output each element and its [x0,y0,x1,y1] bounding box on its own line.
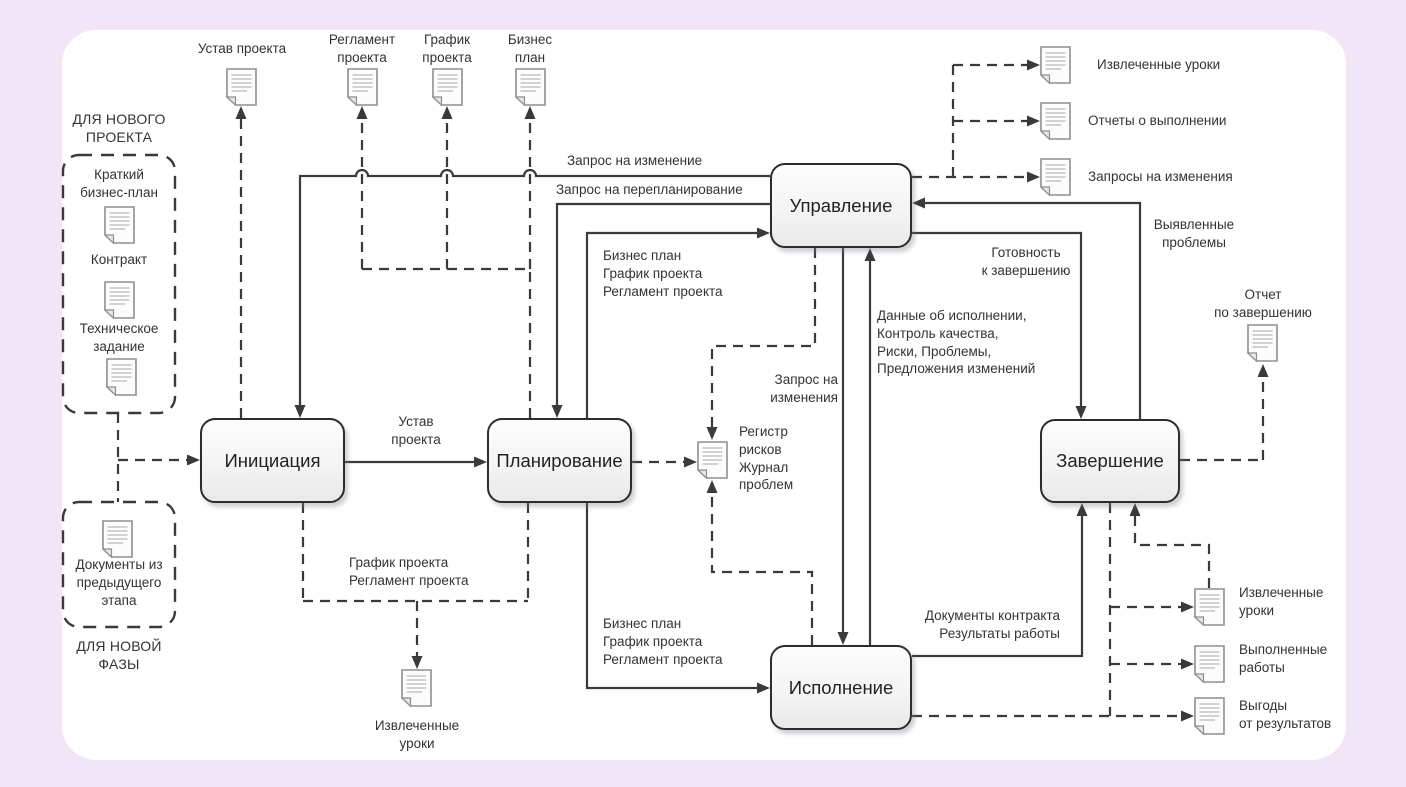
edge-charter-document [235,106,247,418]
label-new-project-group: ДЛЯ НОВОГО ПРОЕКТА [72,111,166,146]
document-icon-closing-report [1247,324,1278,362]
node-initiation: Инициация [200,418,345,503]
edge-label-plans-to-control: Бизнес план График проекта Регламент про… [603,248,723,299]
document-icon-schedule [432,68,463,106]
edge-control-to-register [706,248,817,440]
label-change-requests-docs: Запросы на изменения [1088,169,1233,184]
label-business-plan-doc: Бизнес план [507,32,553,65]
edge-planning-to-control [585,227,770,418]
document-icon-tech-spec [106,358,137,396]
label-lessons-bottom: Извлеченные уроки [374,718,460,751]
edge-change-request [294,168,770,418]
label-closing-report: Отчет по завершению [1214,287,1312,320]
document-icon-prev-phase-docs [102,520,133,558]
label-tech-spec: Техническое задание [79,321,159,354]
document-icon-lessons-top-right [1040,46,1071,84]
edge-label-contract-results: Документы контракта Результаты работы [924,608,1060,641]
document-icon-lessons-bottom [401,669,432,707]
edge-replanning-request [551,202,770,418]
label-lessons-right: Извлеченные уроки [1239,585,1324,618]
node-closing: Завершение [1040,419,1180,503]
edge-closing-outputs [912,503,1194,722]
document-icon-benefits [1194,697,1225,735]
label-prev-phase-docs: Документы из предыдущего этапа [75,557,163,608]
edge-label-plans-to-execution: Бизнес план График проекта Регламент про… [603,616,723,667]
label-charter-doc: Устав проекта [197,41,287,56]
edge-label-identified-problems: Выявленные проблемы [1153,217,1235,250]
edge-label-execution-data: Данные об исполнении, Контроль качества,… [877,308,1036,377]
edge-control-to-execution [837,248,849,645]
edge-identified-problems [912,197,1142,419]
label-new-phase-group: ДЛЯ НОВОЙ ФАЗЫ [76,638,162,673]
edge-planning-to-execution [585,503,770,694]
edge-readiness-to-close [912,231,1087,419]
label-schedule-doc: График проекта [422,32,472,65]
document-icon-completed-work [1194,645,1225,683]
edge-label-schedule-regulation: График проекта Регламент проекта [349,555,469,588]
label-brief-business-plan: Краткий бизнес-план [80,167,158,200]
new-phase-group-box [61,500,177,629]
node-planning: Планирование [487,418,632,503]
edge-lessons-to-closing [1129,503,1211,588]
edge-label-readiness-to-close: Готовность к завершению [981,245,1071,278]
edge-label-replanning-request: Запрос на перепланирование [556,182,743,197]
label-performance-reports: Отчеты о выполнении [1088,113,1227,128]
document-icon-risk-register [697,441,728,479]
edge-label-change-requests: Запрос на изменения [770,372,838,405]
edge-execution-to-control [864,248,876,645]
label-risk-register: Регистр рисков Журнал проблем [739,424,794,493]
edge-lessons-learned-loop [301,503,530,669]
edge-label-charter: Устав проекта [391,414,441,447]
label-benefits: Выгоды от результатов [1239,698,1332,731]
document-icon-regulation [347,68,378,106]
label-lessons-top-right: Извлеченные уроки [1097,57,1221,72]
edge-inputs-to-initiation [116,413,200,502]
edge-initiation-to-planning [345,456,487,468]
node-control: Управление [770,163,912,248]
edge-planning-documents [356,106,536,418]
document-icon-brief-business-plan [104,206,135,244]
label-completed-work: Выполненные работы [1239,642,1328,675]
document-icon-contract [104,281,135,319]
label-contract: Контракт [90,252,148,267]
document-icon-performance-reports [1040,102,1071,140]
document-icon-lessons-right [1194,588,1225,626]
node-execution: Исполнение [770,645,912,730]
edge-execution-to-register [706,480,814,645]
label-regulation-doc: Регламент проекта [328,32,396,65]
new-project-group-box [61,153,177,415]
document-icon-business-plan [515,68,546,106]
edge-control-outputs [912,59,1040,183]
edge-closing-report [1180,364,1269,462]
document-icon-change-requests [1040,158,1071,196]
document-icon-charter [226,68,257,106]
diagram-card [62,30,1346,760]
edge-planning-to-register [632,456,697,468]
edge-contract-results [912,503,1088,658]
edge-label-change-request: Запрос на изменение [567,153,703,168]
